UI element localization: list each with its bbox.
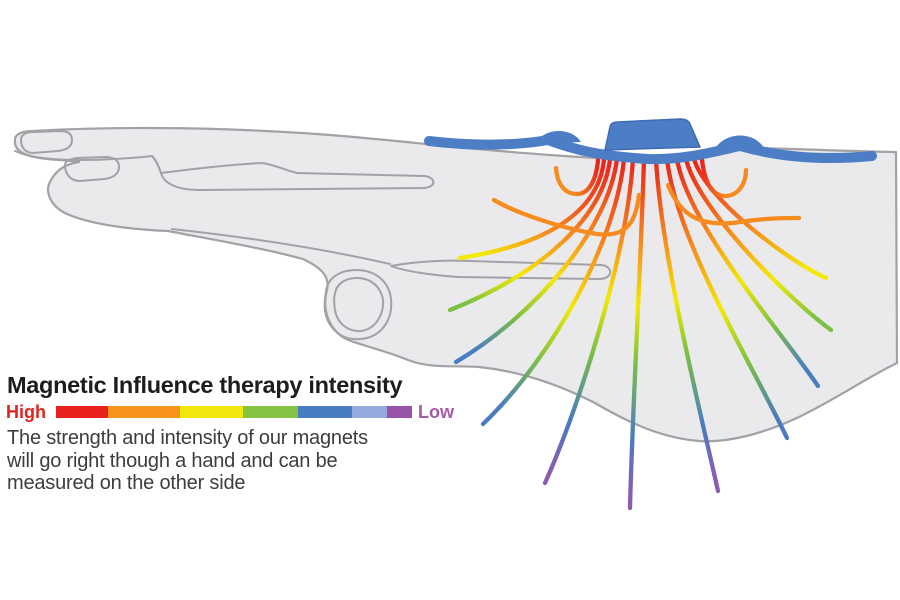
description-line: measured on the other side bbox=[7, 472, 246, 494]
thumbnail-inner bbox=[333, 277, 385, 333]
scale-segment-yellow bbox=[180, 406, 243, 418]
scale-segment-red bbox=[56, 406, 108, 418]
magnet-device bbox=[424, 118, 877, 165]
field-line bbox=[683, 156, 834, 333]
page-title: Magnetic Influence therapy intensity bbox=[7, 372, 403, 398]
description-text: The strength and intensity of our magnet… bbox=[7, 427, 487, 495]
scale-segment-blue bbox=[298, 406, 352, 418]
magnet-block bbox=[604, 118, 701, 151]
field-arc-right bbox=[665, 182, 802, 226]
field-line bbox=[653, 156, 721, 494]
field-line bbox=[627, 156, 647, 511]
scale-segment-orange bbox=[108, 406, 180, 418]
field-line bbox=[691, 156, 829, 281]
field-line bbox=[457, 156, 607, 261]
magnet-strap bbox=[424, 134, 877, 165]
field-loop-left bbox=[553, 157, 601, 197]
finger-underside-line bbox=[14, 150, 162, 174]
scale-low-label: Low bbox=[418, 402, 454, 422]
field-line bbox=[542, 156, 636, 486]
field-line bbox=[480, 156, 627, 427]
scale-segment-purple bbox=[387, 406, 412, 418]
palm-crease-line bbox=[171, 228, 391, 265]
field-line bbox=[674, 156, 821, 389]
description-line: will go right though a hand and can be bbox=[7, 449, 338, 472]
magnetic-field-lines bbox=[447, 156, 834, 511]
intensity-scale-bar bbox=[56, 406, 412, 418]
scale-segment-periwinkle bbox=[352, 406, 387, 418]
field-line bbox=[453, 156, 620, 365]
field-line bbox=[447, 156, 613, 313]
scale-segment-green bbox=[243, 406, 298, 418]
fingernail-1 bbox=[20, 130, 73, 154]
description-line: The strength and intensity of our magnet… bbox=[7, 427, 368, 449]
thumbnail-outer bbox=[323, 269, 393, 341]
finger-gap-line bbox=[160, 162, 435, 191]
field-loop-right bbox=[699, 157, 749, 199]
thumb-crease-line bbox=[390, 259, 612, 280]
scale-high-label: High bbox=[6, 402, 46, 422]
field-arc-left bbox=[491, 192, 642, 237]
